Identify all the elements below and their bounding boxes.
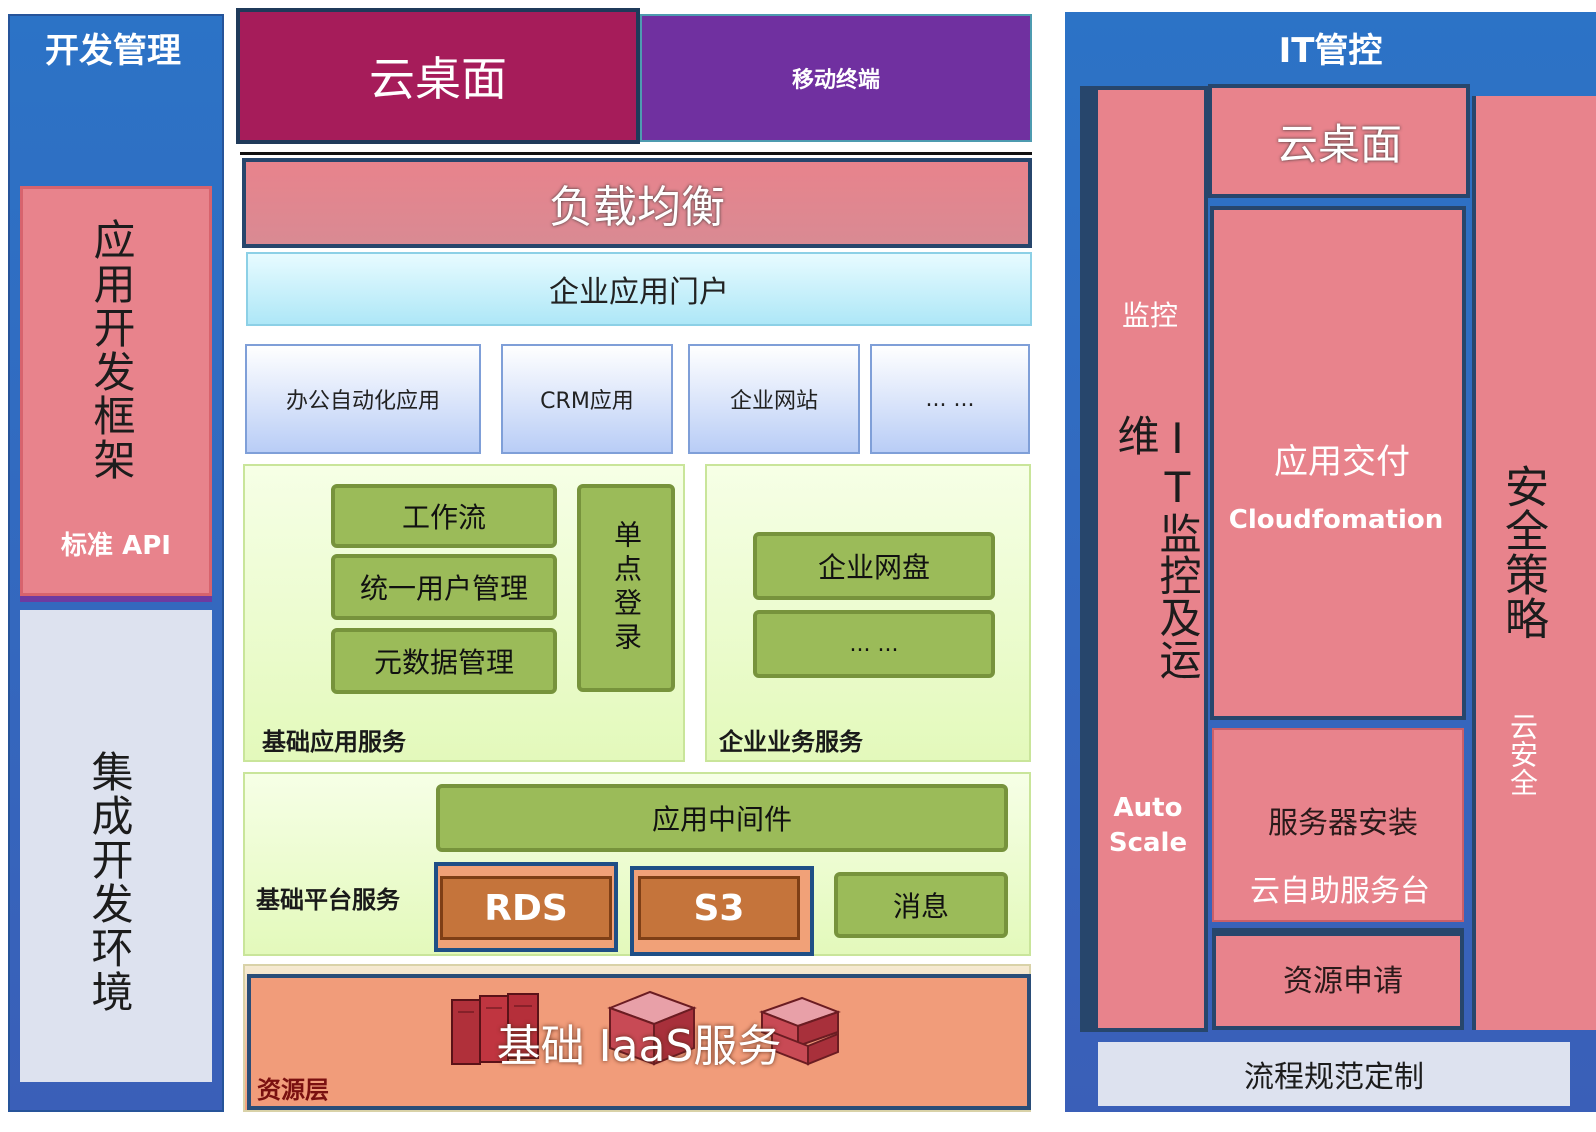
top-divider bbox=[240, 152, 1032, 155]
enterprise-portal-label: 企业应用门户 bbox=[549, 275, 729, 310]
iaas-label: 基础 IaaS服务 bbox=[496, 1021, 782, 1072]
resource-layer-label: 资源层 bbox=[257, 1076, 329, 1104]
app-tile-label: 办公自动化应用 bbox=[285, 389, 440, 414]
unified-user-mgmt-box[interactable]: 统一用户管理 bbox=[331, 554, 557, 620]
app-framework-label: 应用开发框架 bbox=[87, 218, 136, 482]
process-spec-label: 流程规范定制 bbox=[1244, 1060, 1424, 1095]
self-service-label: 云自助服务台 bbox=[1250, 874, 1430, 909]
app-delivery-box[interactable] bbox=[1210, 206, 1466, 720]
s3-box[interactable]: S3 bbox=[638, 876, 800, 940]
process-spec-bar[interactable]: 流程规范定制 bbox=[1098, 1042, 1570, 1106]
server-install-box[interactable] bbox=[1212, 728, 1464, 922]
app-tile-oa[interactable]: 办公自动化应用 bbox=[245, 344, 481, 454]
server-install-label: 服务器安装 bbox=[1268, 806, 1418, 841]
it-cloud-desktop-box[interactable]: 云桌面 bbox=[1208, 84, 1470, 198]
enterprise-portal-bar[interactable]: 企业应用门户 bbox=[246, 252, 1032, 326]
ide-label: 集成开发环境 bbox=[85, 750, 134, 1014]
cloud-desktop-tile[interactable]: 云桌面 bbox=[236, 8, 640, 144]
mobile-terminal-tile[interactable]: 移动终端 bbox=[640, 14, 1032, 142]
app-tile-label: 企业网站 bbox=[729, 389, 818, 414]
standard-api-label: 标准 API bbox=[61, 530, 171, 561]
cloud-security-label: 云安全 bbox=[1506, 712, 1539, 796]
sso-box[interactable]: 单点登录 bbox=[577, 484, 675, 692]
cloudformation-label: Cloudfomation bbox=[1228, 505, 1444, 535]
app-tile-label: ... ... bbox=[925, 386, 975, 412]
business-services-label: 企业业务服务 bbox=[719, 728, 863, 756]
cloud-desktop-label: 云桌面 bbox=[369, 52, 507, 106]
business-more-label: ... ... bbox=[849, 631, 899, 657]
middleware-box[interactable]: 应用中间件 bbox=[436, 784, 1008, 852]
message-label: 消息 bbox=[892, 890, 949, 923]
platform-services-label: 基础平台服务 bbox=[256, 886, 400, 914]
enterprise-disk-box[interactable]: 企业网盘 bbox=[753, 532, 995, 600]
app-tile-more[interactable]: ... ... bbox=[870, 344, 1030, 454]
server-rack-unit bbox=[451, 999, 481, 1065]
resource-request-box[interactable] bbox=[1212, 928, 1464, 1030]
it-panel-title: IT管控 bbox=[1278, 30, 1383, 71]
s3-label: S3 bbox=[693, 887, 745, 929]
load-balancer-label: 负载均衡 bbox=[549, 182, 725, 233]
app-framework-box bbox=[20, 186, 212, 596]
unified-user-mgmt-label: 统一用户管理 bbox=[359, 572, 528, 605]
server-rack-icon bbox=[451, 993, 539, 1065]
middleware-label: 应用中间件 bbox=[651, 803, 792, 836]
it-ops-column[interactable] bbox=[1080, 86, 1208, 1032]
security-label: 安全策略 bbox=[1497, 464, 1548, 640]
resource-request-label: 资源申请 bbox=[1283, 964, 1403, 999]
metadata-mgmt-label: 元数据管理 bbox=[373, 646, 514, 679]
load-balancer-bar[interactable]: 负载均衡 bbox=[242, 158, 1032, 248]
it-cloud-desktop-label: 云桌面 bbox=[1275, 119, 1402, 169]
server-chassis-icon bbox=[607, 990, 697, 1066]
ide-box bbox=[20, 610, 212, 1082]
server-rack-unit bbox=[479, 995, 509, 1063]
app-tile-crm[interactable]: CRM应用 bbox=[501, 344, 673, 454]
monitor-label: 监控 bbox=[1121, 299, 1178, 332]
server-rack-unit bbox=[507, 993, 539, 1059]
autoscale-label: Auto Scale bbox=[1108, 792, 1188, 858]
rds-box[interactable]: RDS bbox=[440, 876, 612, 940]
security-column[interactable] bbox=[1472, 96, 1596, 1030]
business-more-box[interactable]: ... ... bbox=[753, 610, 995, 678]
dev-panel-title: 开发管理 bbox=[45, 30, 181, 71]
app-delivery-label: 应用交付 bbox=[1274, 441, 1410, 482]
basic-app-services-label: 基础应用服务 bbox=[262, 728, 406, 756]
mobile-terminal-label: 移动终端 bbox=[791, 68, 880, 93]
sso-label: 单点登录 bbox=[610, 520, 643, 656]
message-box[interactable]: 消息 bbox=[834, 872, 1008, 938]
workflow-box[interactable]: 工作流 bbox=[331, 484, 557, 548]
app-tile-website[interactable]: 企业网站 bbox=[688, 344, 860, 454]
metadata-mgmt-box[interactable]: 元数据管理 bbox=[331, 628, 557, 694]
enterprise-disk-label: 企业网盘 bbox=[817, 551, 930, 584]
server-stack-icon bbox=[759, 996, 841, 1066]
app-tile-label: CRM应用 bbox=[540, 389, 634, 414]
rds-label: RDS bbox=[484, 887, 568, 929]
it-ops-label: IT监控及运维 bbox=[1111, 414, 1202, 680]
workflow-label: 工作流 bbox=[401, 501, 486, 534]
